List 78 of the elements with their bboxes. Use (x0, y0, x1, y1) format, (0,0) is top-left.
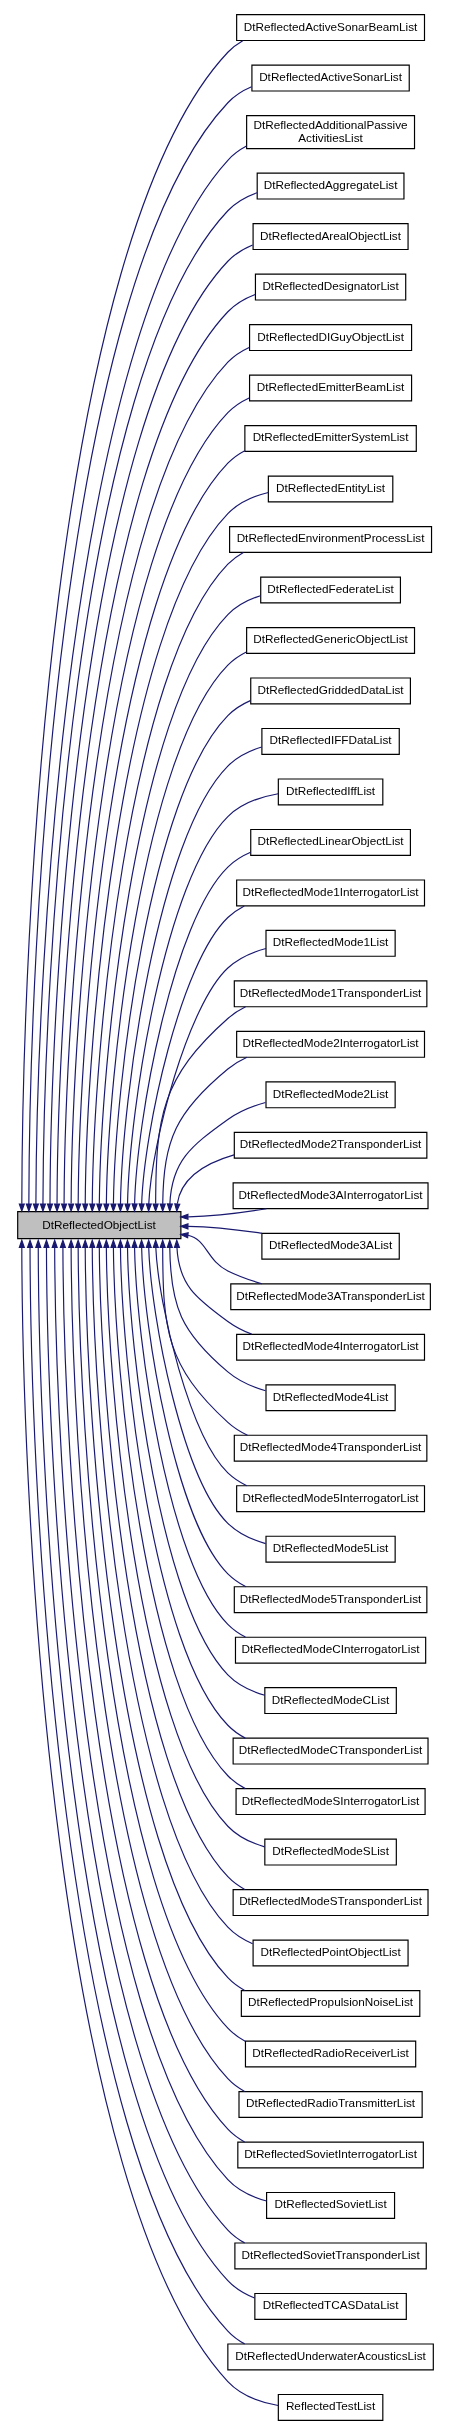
node-box: DtReflectedGriddedDataList (250, 677, 411, 705)
node-box: DtReflectedEnvironmentProcessList (229, 526, 433, 553)
arrow (179, 1232, 263, 1285)
arrow (159, 1056, 248, 1213)
arrow (110, 700, 251, 1213)
node-box: DtReflectedSovietList (266, 2191, 396, 2219)
node-box: DtReflectedDIGuyObjectList (249, 324, 413, 352)
node-box: DtReflectedMode3AList (261, 1232, 400, 1260)
node-box: DtReflectedMode2List (265, 1081, 396, 1109)
node-box: DtReflectedPropulsionNoiseList (240, 1990, 421, 2017)
node-box: DtReflectedMode5InterrogatorList (236, 1485, 426, 1513)
node-box: DtReflectedMode3ATransponderList (230, 1283, 431, 1311)
arrow (131, 851, 252, 1213)
node-box: DtReflectedModeCList (264, 1687, 397, 1715)
arrow (174, 1154, 235, 1213)
node-box: DtReflectedRadioTransmitterList (238, 2091, 423, 2118)
node-box: DtReflectedMode3AInterrogatorList (232, 1182, 429, 1210)
arrow (179, 1208, 268, 1221)
node-box: DtReflectedModeSInterrogatorList (235, 1788, 426, 1816)
node-box: DtReflectedModeSTransponderList (232, 1889, 429, 1917)
arrow (138, 905, 245, 1213)
node-box: DtReflectedObjectList (17, 1211, 182, 1240)
arrow (89, 551, 244, 1213)
node-box: DtReflectedLinearObjectList (250, 828, 411, 856)
arrow (145, 1238, 267, 1545)
node-box: DtReflectedMode2InterrogatorList (236, 1030, 426, 1058)
node-box: DtReflectedTCASDataList (254, 2292, 407, 2320)
node-box: DtReflectedMode1List (265, 929, 396, 957)
node-box: DtReflectedDesignatorList (254, 273, 407, 301)
arrow (152, 1238, 248, 1487)
node-box: DtReflectedSovietInterrogatorList (237, 2141, 424, 2169)
arrow (96, 1238, 246, 1890)
arrow (152, 1006, 247, 1213)
node-box: DtReflectedMode2TransponderList (233, 1131, 428, 1159)
node-box: DtReflectedEmitterBeamList (249, 374, 413, 402)
node-box: ReflectedTestList (277, 2393, 384, 2421)
node-box: DtReflectedActiveSonarBeamList (236, 14, 426, 42)
node-box: DtReflectedEntityList (267, 475, 394, 503)
arrow (81, 491, 269, 1213)
node-box: DtReflectedGenericObjectList (246, 626, 416, 654)
arrow (166, 1238, 267, 1392)
node-box: DtReflectedEmitterSystemList (244, 425, 417, 453)
arrow (103, 1238, 266, 1848)
node-box: DtReflectedRadioReceiverList (244, 2040, 417, 2068)
node-box: DtReflectedPointObjectList (252, 1939, 409, 1967)
node-box: DtReflectedSovietTransponderList (234, 2242, 427, 2270)
node-box: DtReflectedArealObjectList (252, 223, 409, 251)
arrow (103, 651, 247, 1213)
node-box: DtReflectedActiveSonarList (251, 64, 410, 92)
node-box: DtReflectedMode4InterrogatorList (236, 1333, 426, 1361)
arrow (124, 1238, 266, 1696)
node-box: DtReflectedMode4TransponderList (233, 1434, 428, 1462)
node-box: DtReflectedFederateList (260, 576, 401, 604)
node-box: DtReflectedAggregateList (256, 172, 405, 200)
node-box: DtReflectedModeSList (264, 1838, 397, 1866)
arrow (124, 793, 279, 1213)
node-box: DtReflectedMode4List (265, 1384, 396, 1412)
node-box: DtReflectedModeCTransponderList (232, 1737, 429, 1765)
arrow (166, 1101, 267, 1213)
arrow (179, 1223, 263, 1234)
node-box: DtReflectedIFFDataList (261, 727, 400, 755)
node-box: DtReflectedMode5TransponderList (233, 1586, 428, 1614)
arrow (159, 1238, 249, 1436)
arrow (18, 1238, 279, 2407)
arrow (51, 1238, 268, 2202)
arrow (117, 746, 263, 1213)
node-box: DtReflectedIffList (277, 778, 384, 806)
arrow (138, 1238, 247, 1588)
node-box: DtReflectedMode1TransponderList (233, 980, 428, 1008)
node-box: DtReflectedUnderwaterAcousticsList (227, 2343, 434, 2371)
arrow (173, 1238, 253, 1335)
node-box: DtReflectedMode5List (265, 1535, 396, 1563)
arrow (96, 595, 262, 1213)
node-box: DtReflectedMode1InterrogatorList (236, 879, 426, 907)
node-box: DtReflectedModeCInterrogatorList (234, 1636, 427, 1664)
arrow (131, 1238, 247, 1638)
arrow (145, 947, 267, 1213)
node-box: DtReflectedAdditionalPassive ActivitiesList (246, 115, 416, 150)
